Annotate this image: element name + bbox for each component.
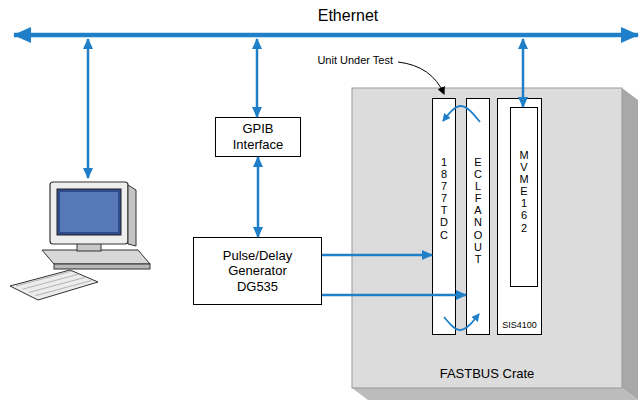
computer-base	[42, 250, 150, 264]
interface-box: GPIB Interface	[215, 117, 301, 157]
crate-bottom-shadow	[352, 388, 638, 400]
ethernet-drop	[522, 39, 525, 107]
crate-front	[352, 88, 622, 388]
signal-loop-arrow	[444, 314, 479, 330]
crate: FASTBUS Crate 1877 TDC ECL FANOUT SIS4100 MV…	[352, 88, 622, 388]
vertical-label: ECL FANOUT	[473, 156, 484, 265]
module-slot: SIS4100 MVME162	[497, 98, 542, 335]
signal-loop-arrow	[443, 106, 480, 122]
key-row	[36, 281, 92, 296]
ethernet-drop	[256, 39, 259, 117]
signal-arrow	[322, 294, 466, 297]
crate-side-shadow	[622, 88, 638, 400]
monitor-side	[128, 185, 136, 246]
module-slot: 1877 TDC	[432, 98, 456, 335]
node-label: SIS4100	[502, 320, 537, 331]
keyboard-keys	[16, 271, 92, 296]
signal-arrow	[257, 157, 260, 237]
signal-arrow	[322, 254, 432, 257]
node-label: GPIB Interface	[216, 121, 300, 152]
vertical-label: MVME162	[519, 149, 530, 234]
computer-base-front	[54, 264, 150, 269]
cpu-board: MVME162	[510, 107, 538, 287]
monitor-screen-glow	[60, 192, 118, 232]
node-label: Pulse/Delay Generator DG535	[214, 248, 302, 295]
vertical-label: 1877 TDC	[439, 156, 450, 241]
generator-box: Pulse/Delay Generator DG535	[193, 237, 322, 305]
monitor-body	[50, 182, 128, 244]
edge-group	[258, 106, 480, 330]
ethernet-drop	[87, 39, 90, 178]
leader-line	[398, 62, 444, 94]
module-slot: ECL FANOUT	[466, 98, 490, 335]
bus-label: Ethernet	[290, 7, 406, 25]
node-label: FASTBUS Crate	[440, 366, 535, 382]
ethernet-bus	[14, 33, 638, 38]
monitor-screen	[57, 189, 121, 235]
keyboard	[10, 270, 98, 300]
callout-label: Unit Under Test	[317, 54, 393, 66]
